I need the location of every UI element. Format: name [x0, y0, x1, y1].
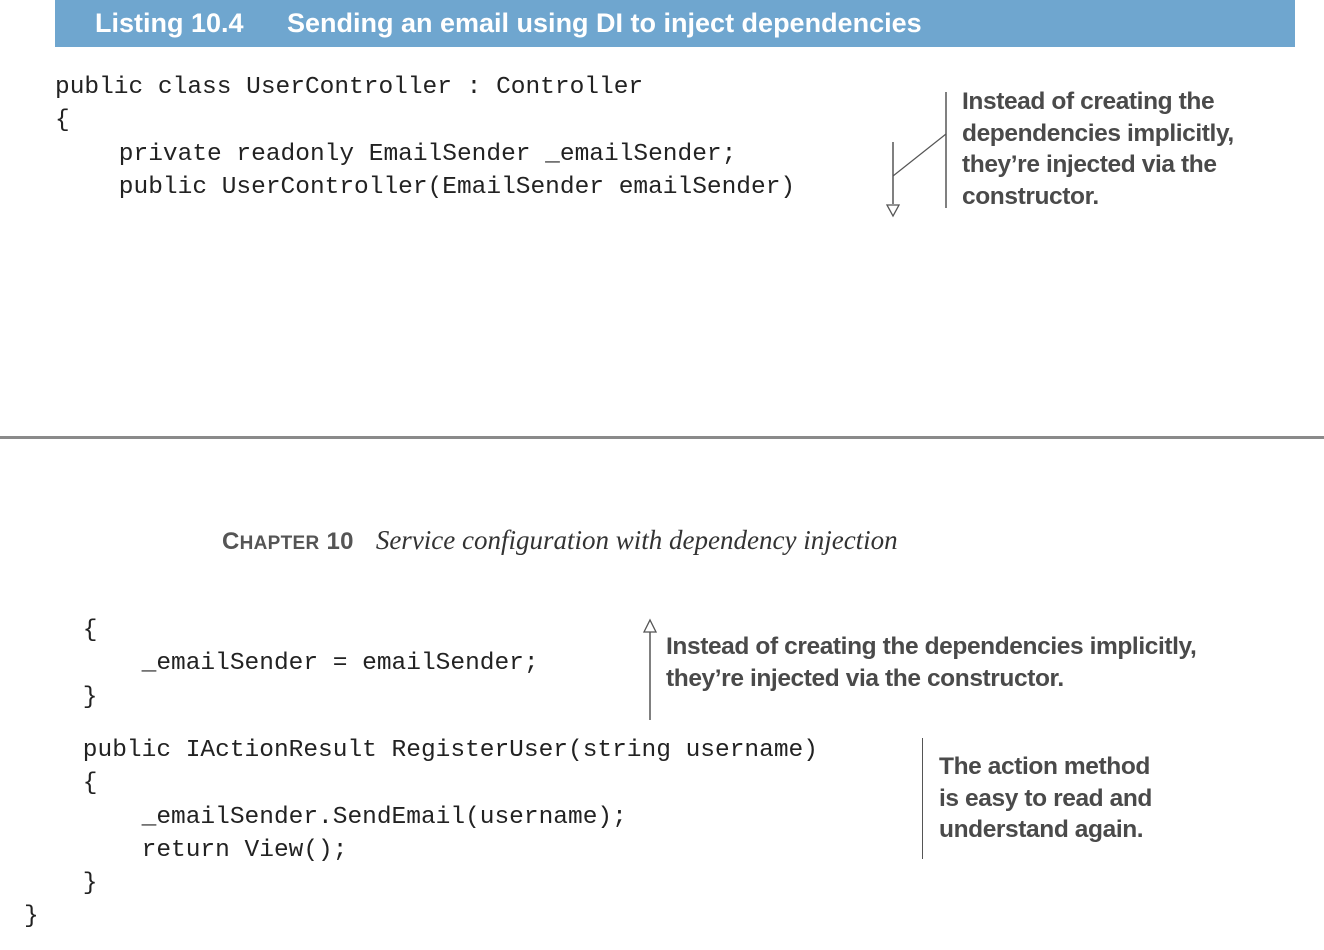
annotation-line: is easy to read and	[939, 784, 1152, 812]
code-line: public UserController(EmailSender emailS…	[60, 173, 796, 201]
annotation-line: understand again.	[939, 816, 1144, 843]
annotation-top: Instead of creating the dependencies imp…	[962, 86, 1234, 212]
code-line: public IActionResult RegisterUser(string…	[24, 737, 818, 764]
annotation-line: they’re injected via the	[962, 151, 1217, 178]
code-line: {	[55, 107, 70, 135]
chapter-number: 10	[326, 528, 354, 555]
code-line: }	[24, 903, 39, 931]
listing-header: Listing 10.4 Sending an email using DI t…	[55, 0, 1295, 47]
listing-number: Listing 10.4	[95, 8, 244, 38]
annotation-line: dependencies implicitly,	[962, 119, 1234, 147]
annotation-line: Instead of creating the dependencies imp…	[666, 633, 1197, 660]
code-line: {	[24, 617, 98, 644]
chapter-label-rest: HAPTER	[239, 533, 320, 554]
chapter-label-initial: C	[222, 528, 240, 555]
annotation-line: The action method	[939, 753, 1150, 780]
annotation-mid: Instead of creating the dependencies imp…	[666, 631, 1197, 694]
code-line: }	[24, 683, 98, 711]
code-line: return View();	[24, 836, 348, 864]
running-head: CHAPTER 10 Service configuration with dep…	[222, 525, 898, 556]
callout-arrow-top	[885, 92, 947, 218]
chapter-label: CHAPTER 10	[222, 528, 354, 555]
code-line: _emailSender = emailSender;	[24, 650, 539, 678]
annotation-line: Instead of creating the	[962, 88, 1215, 115]
code-line: {	[24, 770, 98, 798]
code-line: }	[24, 870, 98, 898]
code-line: private readonly EmailSender _emailSende…	[60, 140, 737, 168]
code-block-top: public class UserController : Controller…	[55, 71, 795, 204]
annotation-line: constructor.	[962, 182, 1099, 210]
callout-arrow-mid	[642, 618, 658, 720]
page-divider	[0, 436, 1324, 439]
chapter-title: Service configuration with dependency in…	[375, 525, 898, 555]
listing-title: Sending an email using DI to inject depe…	[287, 8, 922, 38]
annotation-bottom: The action method is easy to read and un…	[939, 751, 1152, 846]
annotation-line: they’re injected via the constructor.	[666, 664, 1064, 692]
code-block-bottom-b: public IActionResult RegisterUser(string…	[24, 734, 818, 934]
callout-bar-bottom	[922, 738, 923, 859]
code-line: _emailSender.SendEmail(username);	[24, 803, 627, 831]
code-block-bottom-a: { _emailSender = emailSender; }	[24, 614, 539, 714]
code-line: public class UserController : Controller	[55, 74, 644, 101]
